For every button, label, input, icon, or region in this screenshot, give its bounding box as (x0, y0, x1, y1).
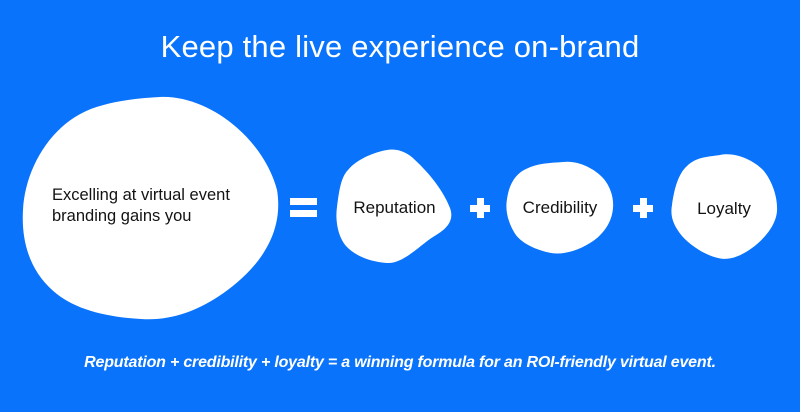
credibility-label: Credibility (522, 198, 598, 217)
page-title: Keep the live experience on-brand (160, 29, 640, 64)
loyalty-blob: Loyalty (670, 154, 778, 262)
reputation-blob: Reputation (336, 149, 452, 265)
equals-bar-bottom (290, 210, 317, 217)
plus-icon-2 (633, 198, 653, 218)
plus-2-vertical-bar (639, 198, 647, 218)
lhs-blob-shape (22, 96, 279, 320)
lhs-text-line2: branding gains you (52, 207, 192, 225)
credibility-blob: Credibility (506, 161, 614, 254)
lhs-blob: Excelling at virtual event branding gain… (22, 96, 279, 320)
credibility-blob-shape (506, 161, 614, 254)
lhs-text-line1: Excelling at virtual event (52, 186, 230, 204)
loyalty-blob-shape (671, 154, 778, 259)
loyalty-label: Loyalty (697, 198, 751, 218)
reputation-blob-shape (336, 149, 452, 264)
equals-bar-top (290, 198, 317, 205)
reputation-label: Reputation (353, 197, 436, 217)
caption: Reputation + credibility + loyalty = a w… (84, 354, 716, 371)
equals-icon (290, 198, 317, 217)
lhs-text: Excelling at virtual event branding gain… (52, 185, 230, 227)
plus-1-vertical-bar (476, 198, 484, 218)
plus-icon-1 (470, 198, 490, 218)
